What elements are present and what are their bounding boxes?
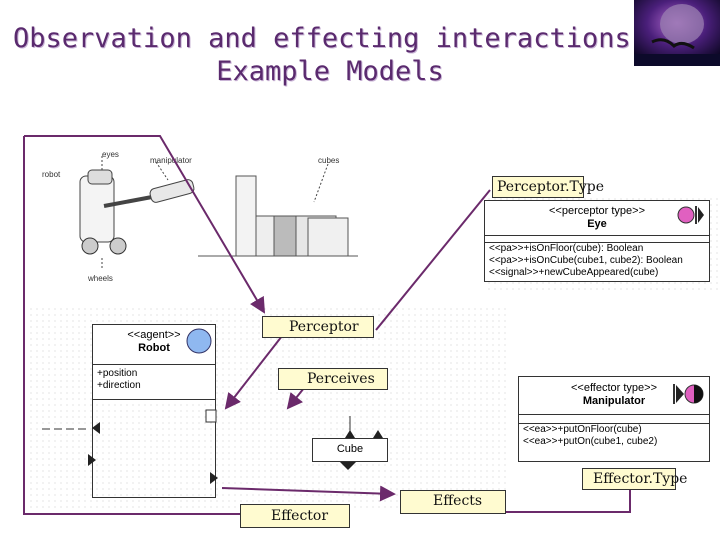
perceives-label: Perceives <box>278 368 388 390</box>
eye-op-3: <<signal>>+newCubeAppeared(cube) <box>489 267 659 278</box>
manipulator-class-name: Manipulator <box>582 395 646 407</box>
robot-attr-position: +position <box>97 368 138 379</box>
perceptortype-to-perceptor <box>375 189 491 331</box>
robot-attr-direction: +direction <box>97 380 141 391</box>
slide-title: Observation and effecting interactions: … <box>0 22 660 88</box>
corner-night-image <box>634 0 720 66</box>
dashed-connector <box>42 428 90 430</box>
effects-to-effectortype <box>506 490 631 513</box>
eye-class-box: <<perceptor type>> Eye <<pa>>+isOnFloor(… <box>484 200 710 282</box>
cube-ports-svg <box>345 416 383 438</box>
robot-manipulator <box>149 179 195 203</box>
label-manipulator: manipulator <box>150 156 192 165</box>
cube-class-box: Cube <box>312 438 388 462</box>
eye-class-name: Eye <box>587 218 607 230</box>
eye-op-2: <<pa>>+isOnCube(cube1, cube2): Boolean <box>489 255 683 266</box>
effects-label: Effects <box>400 490 506 514</box>
robot-ports-svg <box>88 409 218 484</box>
perceptor-type-label: Perceptor.Type <box>492 176 604 198</box>
title-line-2: Example Models <box>216 56 444 87</box>
robot-illustration <box>79 156 358 268</box>
perceptor-to-robot <box>224 335 283 410</box>
perceives-arrow <box>286 387 305 410</box>
left-loop-line <box>23 136 240 515</box>
manipulator-class-box: <<effector type>> Manipulator <<ea>>+put… <box>518 376 710 462</box>
robot-class-name: Robot <box>138 342 170 354</box>
agent-icon <box>186 328 212 354</box>
cube-bottom-port <box>340 462 356 470</box>
label-eyes: eyes <box>102 150 119 159</box>
wheel-right <box>109 237 127 255</box>
eye-op-1: <<pa>>+isOnFloor(cube): Boolean <box>489 243 644 254</box>
label-robot: robot <box>42 170 61 179</box>
effector-to-effects <box>221 485 396 502</box>
wheel-left <box>81 237 99 255</box>
perceptor-label: Perceptor <box>262 316 374 338</box>
robot-eyes <box>87 169 113 185</box>
eye-stereotype: <<perceptor type>> <box>548 205 645 217</box>
effector-label: Effector <box>240 504 350 528</box>
robot-stereotype: <<agent>> <box>127 329 181 341</box>
cube-class-name: Cube <box>336 443 364 455</box>
illustration-to-perceptor <box>24 135 266 314</box>
title-line-1: Observation and effecting interactions: <box>13 23 647 54</box>
effector-icon <box>673 384 704 404</box>
manipulator-op-1: <<ea>>+putOnFloor(cube) <box>523 424 642 435</box>
label-cubes: cubes <box>318 156 340 165</box>
eye-perceptor-icon <box>677 206 704 224</box>
label-wheels: wheels <box>88 274 113 283</box>
robot-class-box: <<agent>> Robot +position +direction <box>92 324 216 400</box>
robot-class-ports <box>92 400 216 498</box>
effector-type-label: Effector.Type <box>582 468 687 490</box>
manipulator-op-2: <<ea>>+putOn(cube1, cube2) <box>523 436 658 447</box>
manipulator-stereotype: <<effector type>> <box>570 382 658 394</box>
